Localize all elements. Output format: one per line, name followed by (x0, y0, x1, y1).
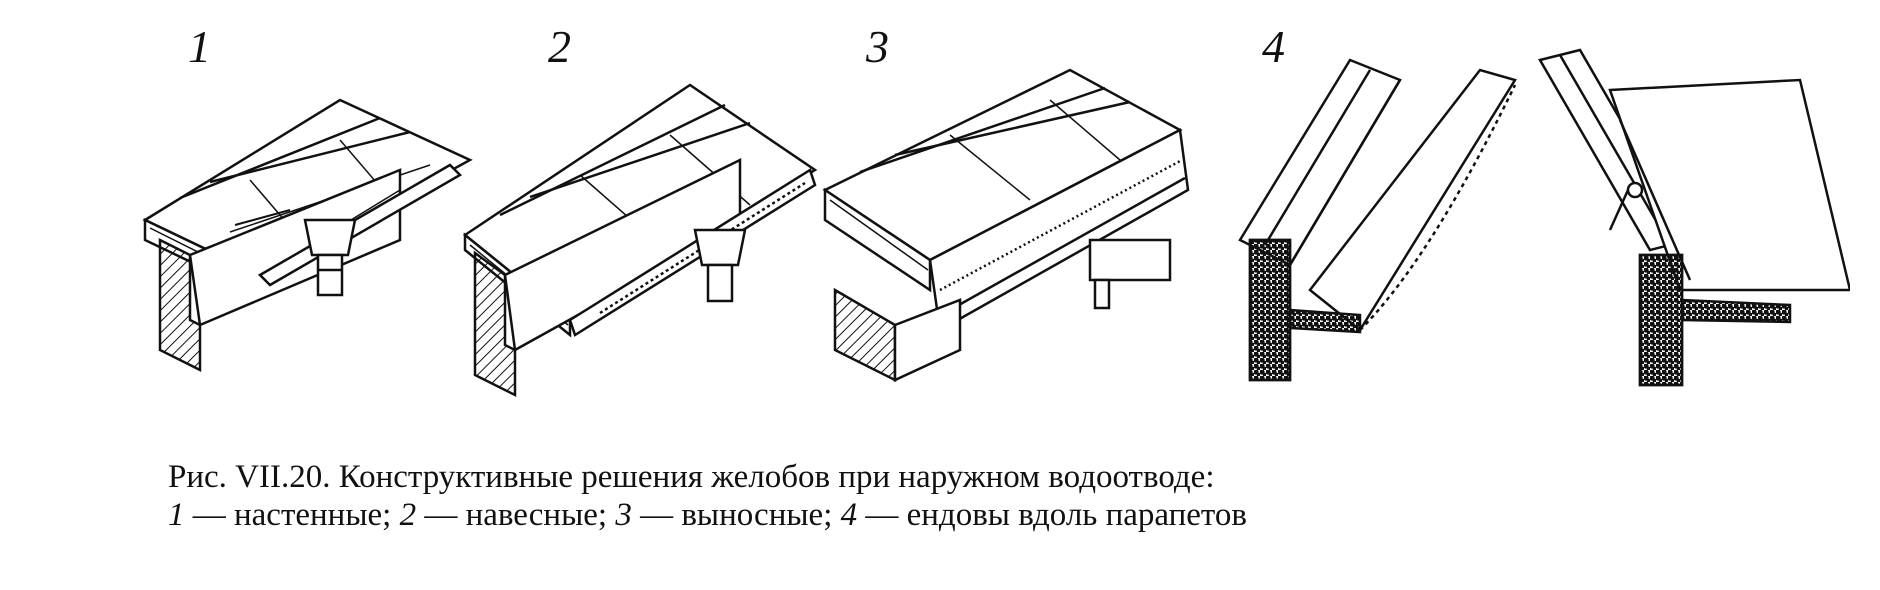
panel-number-3: 3 (866, 21, 889, 72)
caption-legend: 1 — настенные; 2 — навесные; 3 — выносны… (168, 497, 1247, 533)
panel-number-4: 4 (1262, 21, 1285, 72)
panel-number-1: 1 (188, 21, 211, 72)
drawing-parapet-valley-left (1230, 40, 1530, 400)
figure-caption: Рис. VII.20. Конструктивные решения жело… (168, 458, 1668, 534)
legend-label-4: ендовы вдоль парапетов (906, 497, 1247, 533)
legend-label-1: настенные (234, 497, 383, 533)
legend-number-1: 1 (168, 497, 185, 533)
legend-number-2: 2 (399, 497, 417, 533)
legend-label-3: выносные (681, 497, 824, 533)
legend-number-4: 4 (840, 497, 858, 533)
legend-label-2: навесные (465, 497, 598, 533)
drawing-parapet-valley-right (1530, 40, 1850, 400)
caption-title: Рис. VII.20. Конструктивные решения жело… (168, 459, 1215, 495)
legend-number-3: 3 (615, 497, 632, 533)
panel-number-2: 2 (548, 21, 571, 72)
drawing-hanging-gutter (460, 75, 820, 400)
drawing-overhang-gutter (820, 60, 1200, 400)
drawing-wall-gutter (140, 70, 480, 400)
